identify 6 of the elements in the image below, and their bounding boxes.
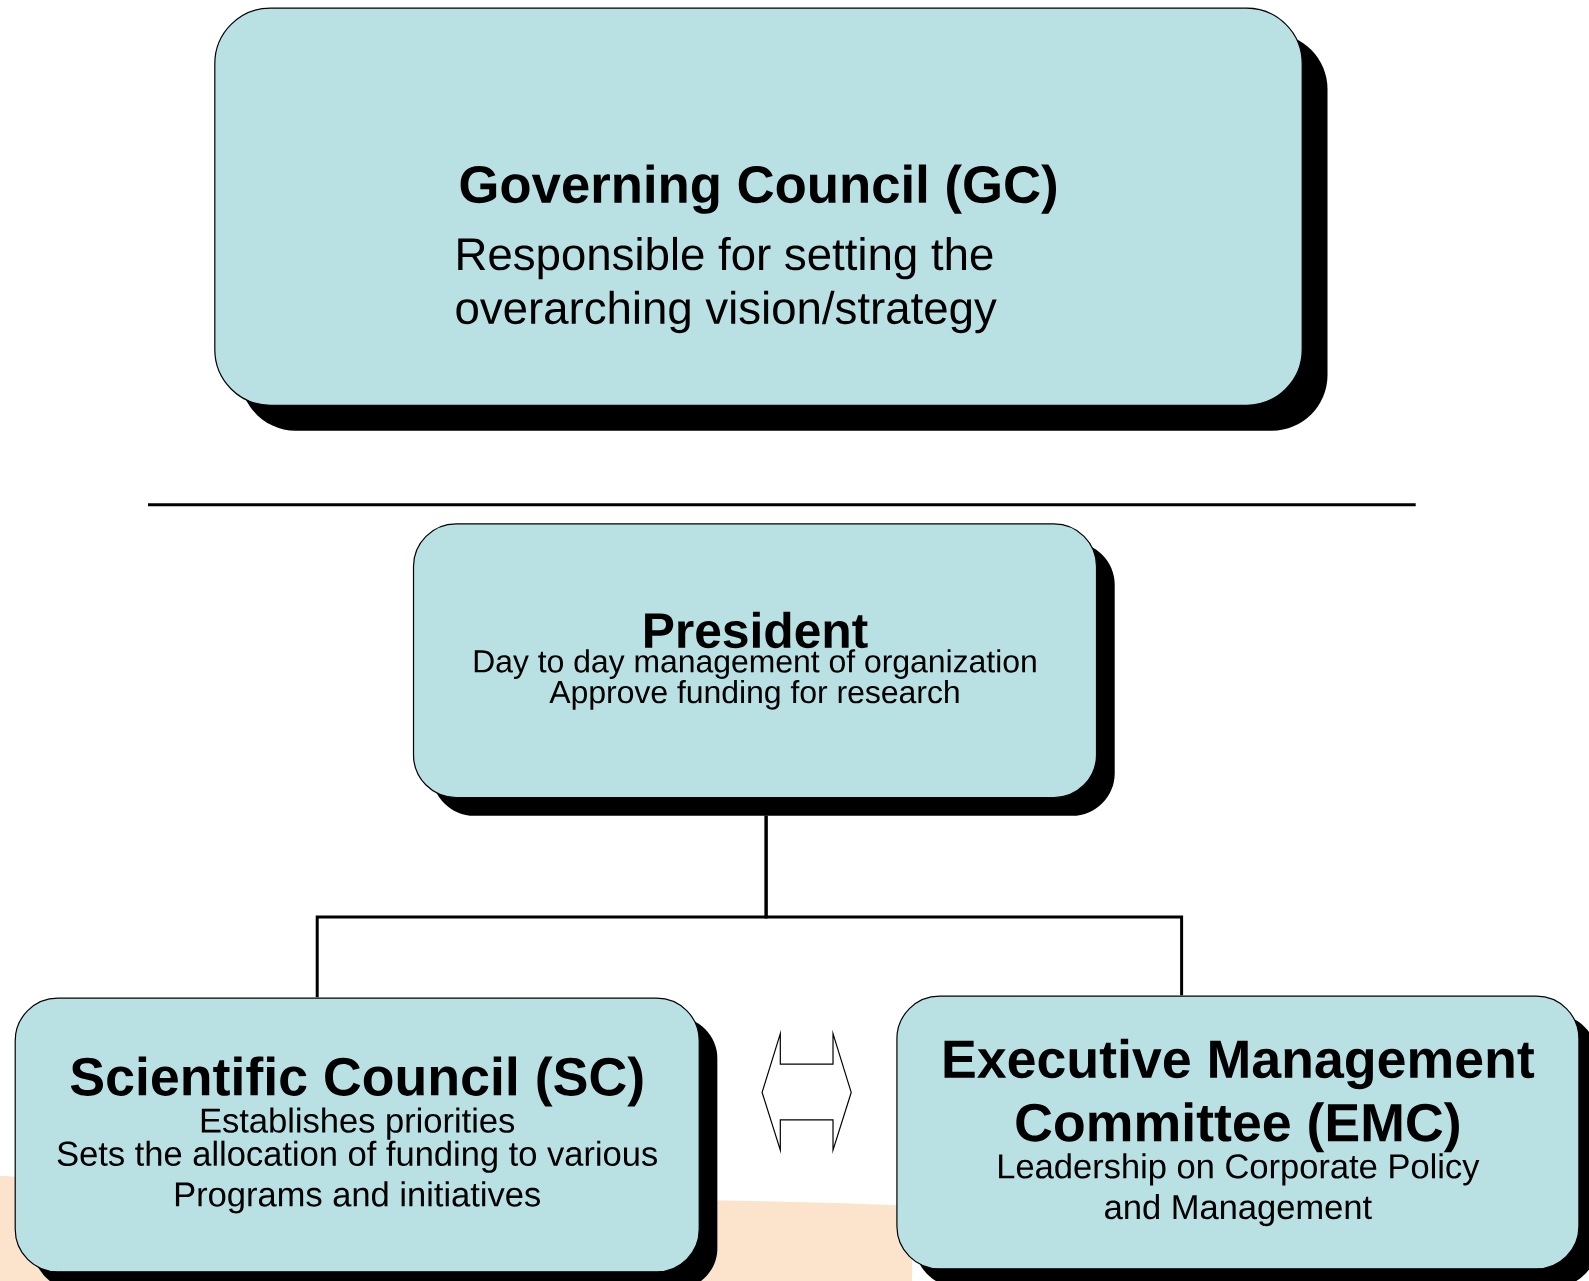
org-box: Executive Management Committee (EMC) Leadership on Corporate Policy and Management: [896, 995, 1589, 1281]
org-box: President Day to day management of organization Approve funding for research: [412, 523, 1115, 816]
org-box: Governing Council (GC) Responsible for setting the overarching vision/strategy: [214, 7, 1328, 431]
connector-line: [764, 815, 1184, 996]
double-arrow: [761, 1029, 852, 1155]
org-box: Scientific Council (SC) Establishes priorities Sets the allocation of funding to various Programs and initiatives: [14, 997, 718, 1281]
